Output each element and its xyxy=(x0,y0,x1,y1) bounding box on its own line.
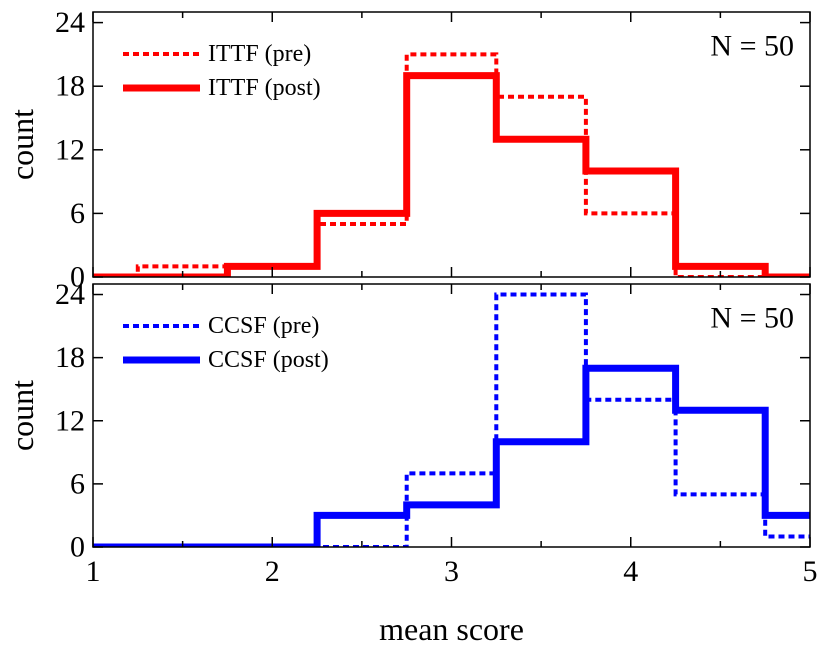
y-tick-label: 24 xyxy=(55,6,85,39)
y-tick-label: 0 xyxy=(70,261,85,294)
y-tick-label: 0 xyxy=(70,531,85,564)
legend-label: CCSF (pre) xyxy=(208,313,319,339)
x-tick-label: 5 xyxy=(803,555,818,588)
y-tick-label: 18 xyxy=(55,341,85,374)
y-axis-title: count xyxy=(4,380,40,451)
y-tick-label: 6 xyxy=(70,197,85,230)
plot-frame xyxy=(92,11,811,278)
series-line-2 xyxy=(93,72,810,277)
x-tick-label: 4 xyxy=(623,555,638,588)
y-axis-title: count xyxy=(4,109,40,180)
legend-label: CCSF (post) xyxy=(208,347,329,373)
y-tick-label: 12 xyxy=(55,404,85,437)
x-tick-label: 3 xyxy=(444,555,459,588)
legend-label: ITTF (post) xyxy=(208,75,321,101)
y-tick-label: 12 xyxy=(55,133,85,166)
legend-label: ITTF (pre) xyxy=(208,41,311,67)
chart-panel-1: 0 6 12 18 24 count ITTF (pre) ITTF (post) N = 50 xyxy=(4,6,811,294)
y-tick-label: 24 xyxy=(55,278,85,311)
x-axis-title: mean score xyxy=(379,611,524,647)
sample-size-annotation: N = 50 xyxy=(710,30,794,63)
series-line-1 xyxy=(93,292,810,547)
y-tick-label: 18 xyxy=(55,70,85,103)
x-tick-label: 2 xyxy=(265,555,280,588)
x-tick-label: 1 xyxy=(86,555,101,588)
sample-size-annotation: N = 50 xyxy=(710,302,794,335)
series-line-2 xyxy=(93,364,810,547)
y-tick-label: 6 xyxy=(70,467,85,500)
series-line-1 xyxy=(93,52,810,277)
